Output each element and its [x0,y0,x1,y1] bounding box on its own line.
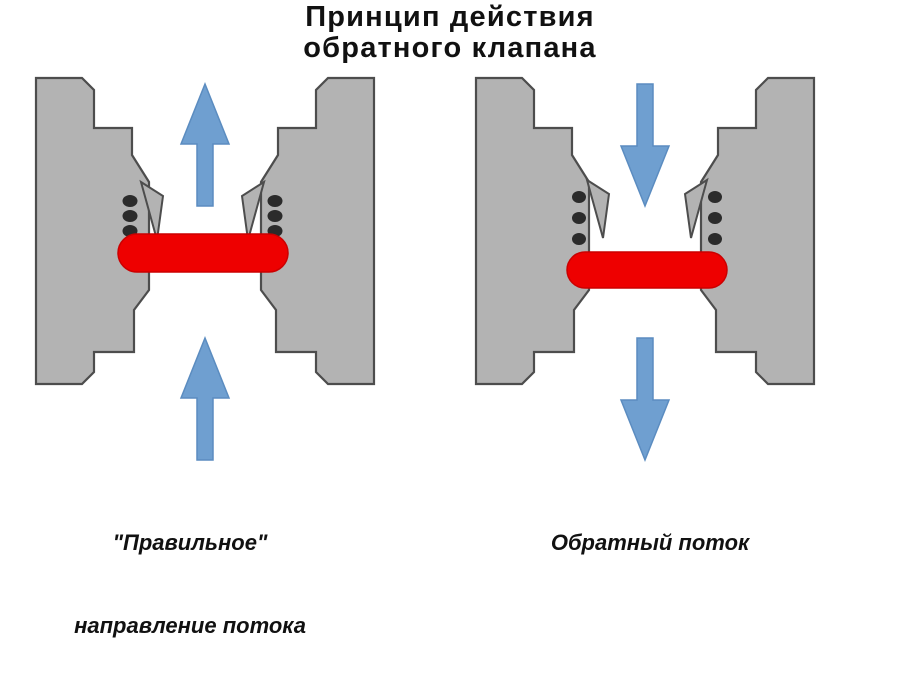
valve-seat-wedge-left [586,179,610,239]
page-title: Принцип действия обратного клапана [0,1,900,65]
hinge-pin [122,210,138,222]
valve-body-right-half [699,76,816,386]
caption-reverse-line-1: Обратный поток [550,530,750,555]
flow-arrow-down-top [620,83,670,207]
hinge-pin [708,233,722,245]
flow-arrow-up-bottom [180,337,230,461]
valve-disc-open [117,233,289,273]
hinge-pin [572,212,586,224]
valve-disc-closed [566,251,728,289]
caption-forward-line-1: "Правильное" [112,530,268,555]
hinge-pin [122,195,138,207]
hinge-pin [572,233,586,245]
hinge-pin [267,210,283,222]
title-line-1: Принцип действия [305,1,595,33]
hinge-pin [572,191,586,203]
hinge-pin [267,195,283,207]
hinge-pin [708,212,722,224]
valve-diagram-reverse [474,76,816,461]
diagram-canvas: Принцип действия обратного клапана [0,1,900,638]
caption-forward-line-2: направление потока [74,612,306,638]
hinge-pin [708,191,722,203]
flow-arrow-down-bottom [620,337,670,461]
check-valve-illustration [34,76,816,461]
caption-forward-flow: "Правильное" направление потока [10,474,370,694]
valve-body-left-half [474,76,591,386]
valve-diagram-forward [34,76,376,461]
title-line-2: обратного клапана [303,32,597,65]
caption-reverse-flow: Обратный поток [470,474,830,612]
flow-arrow-up-top [180,83,230,207]
